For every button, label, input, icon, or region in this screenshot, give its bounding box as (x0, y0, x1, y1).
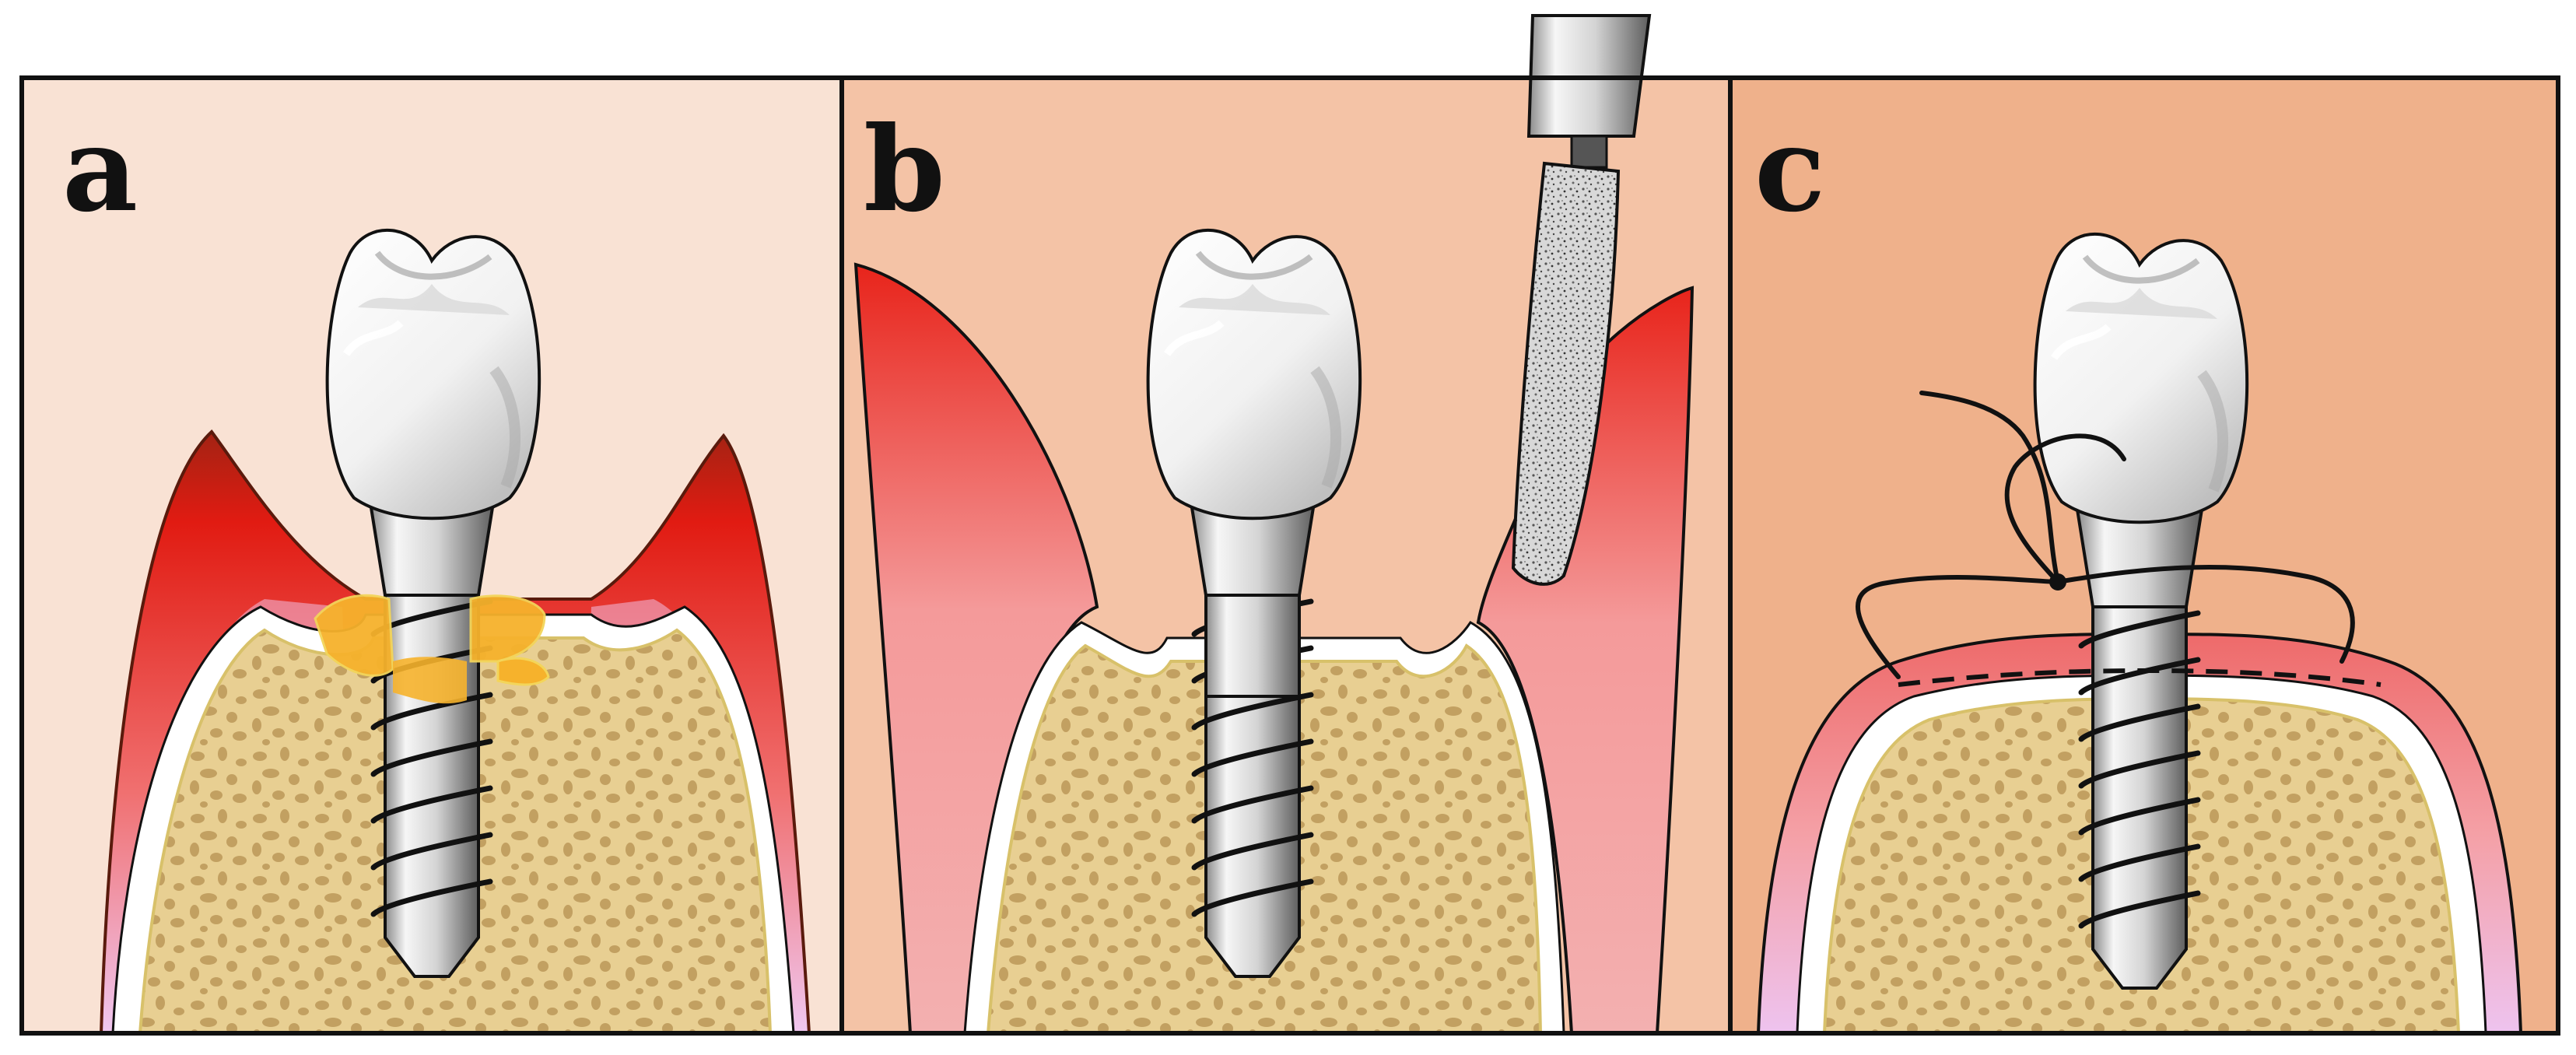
crown-icon (328, 230, 540, 518)
implant-screw-icon (370, 498, 494, 976)
incision-line (1898, 668, 2381, 687)
implant-screw-icon (1190, 498, 1315, 976)
panel-frames (19, 75, 2560, 1036)
crown-icon (1148, 230, 1361, 518)
implantoplasty-surface (1204, 594, 1301, 698)
panel-a-label: a (62, 101, 138, 238)
panel-b: b (842, 14, 1730, 1035)
suture-icon (1856, 391, 2355, 679)
panel-a: a (22, 78, 842, 1035)
panel-b-label: b (864, 101, 945, 238)
crown-icon (2035, 234, 2248, 522)
inflammation-icon (314, 594, 550, 704)
implant-screw-icon (2077, 510, 2202, 988)
panel-c-label: c (1754, 101, 1825, 238)
suture-knot (2049, 573, 2066, 591)
panel-c: c (1730, 78, 2558, 1035)
